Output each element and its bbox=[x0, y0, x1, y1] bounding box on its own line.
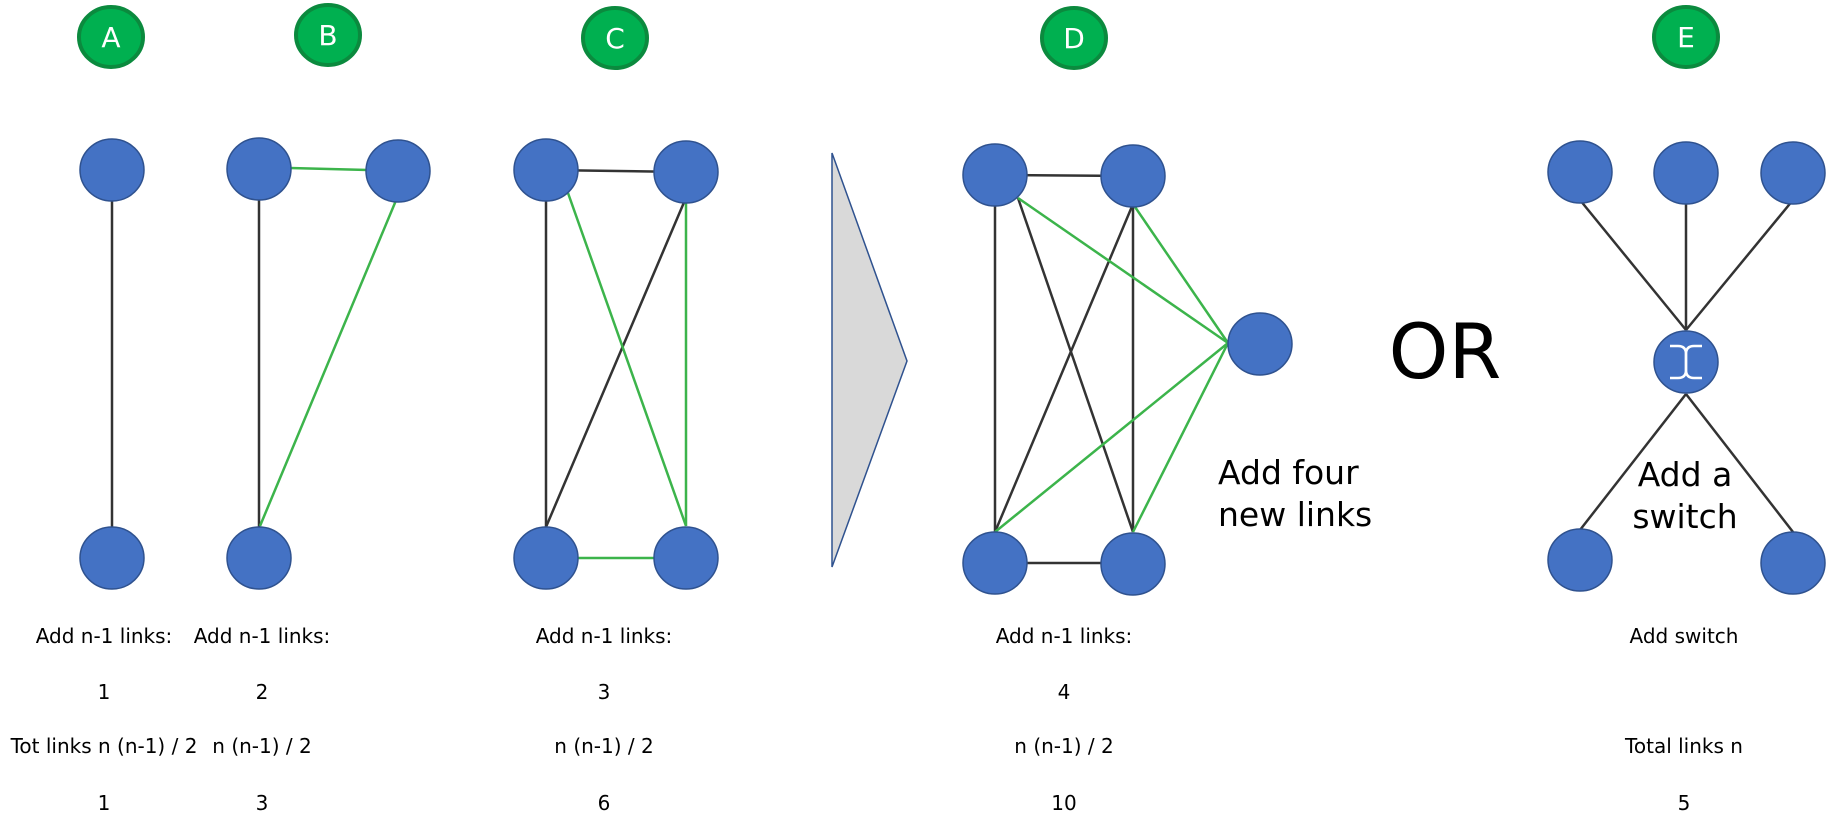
panel-d-added: 4 bbox=[1058, 680, 1071, 704]
new-link bbox=[1131, 342, 1230, 533]
link bbox=[1579, 393, 1687, 531]
badge-c-label: C bbox=[605, 22, 625, 55]
node bbox=[365, 139, 431, 203]
or-label: OR bbox=[1389, 307, 1502, 396]
panel-e-formula: Total links n bbox=[1624, 734, 1743, 758]
node bbox=[1760, 531, 1826, 595]
node bbox=[653, 140, 719, 204]
node bbox=[1227, 312, 1293, 376]
switch-icon bbox=[1653, 330, 1719, 394]
panel-e-note-line1: Add a bbox=[1638, 455, 1733, 494]
node bbox=[513, 526, 579, 590]
node bbox=[1653, 141, 1719, 205]
new-link bbox=[258, 197, 399, 527]
panel-b-total: 3 bbox=[256, 791, 269, 815]
panel-c-rule: Add n-1 links: bbox=[536, 624, 673, 648]
node bbox=[1547, 140, 1613, 204]
panel-a-total: 1 bbox=[98, 791, 111, 815]
badge-a: A bbox=[77, 5, 145, 69]
panel-c-graph bbox=[513, 138, 719, 590]
panel-b-graph bbox=[226, 137, 431, 590]
node bbox=[1100, 532, 1166, 596]
link bbox=[993, 203, 1135, 533]
panel-d-formula: n (n-1) / 2 bbox=[1014, 734, 1113, 758]
panel-e-note-line2: switch bbox=[1632, 497, 1737, 536]
node bbox=[513, 138, 579, 202]
badge-d-label: D bbox=[1063, 22, 1085, 55]
new-link bbox=[994, 342, 1229, 533]
panel-a-formula: Tot links n (n-1) / 2 bbox=[10, 734, 198, 758]
new-link bbox=[566, 192, 688, 527]
panel-b-formula: n (n-1) / 2 bbox=[212, 734, 311, 758]
panel-c-formula: n (n-1) / 2 bbox=[554, 734, 653, 758]
panel-d-note-line1: Add four bbox=[1218, 453, 1359, 492]
panel-c-added: 3 bbox=[598, 680, 611, 704]
panel-a-rule: Add n-1 links: bbox=[36, 624, 173, 648]
node bbox=[1547, 528, 1613, 592]
node bbox=[962, 143, 1028, 207]
panel-a-graph bbox=[79, 138, 145, 590]
panel-b-added: 2 bbox=[256, 680, 269, 704]
badge-a-label: A bbox=[101, 21, 120, 54]
badge-b: B bbox=[294, 3, 362, 67]
panel-e-graph bbox=[1547, 140, 1826, 595]
node bbox=[79, 138, 145, 202]
link bbox=[1579, 199, 1687, 331]
link bbox=[1685, 393, 1794, 533]
panel-d-graph bbox=[962, 143, 1293, 596]
new-link bbox=[1017, 196, 1229, 345]
panel-d-total: 10 bbox=[1051, 791, 1076, 815]
link bbox=[544, 199, 687, 528]
panel-d-note-line2: new links bbox=[1218, 495, 1372, 534]
link bbox=[1016, 197, 1135, 533]
node bbox=[79, 526, 145, 590]
badge-b-label: B bbox=[318, 19, 337, 52]
panel-b-rule: Add n-1 links: bbox=[194, 624, 331, 648]
right-arrow-icon bbox=[831, 152, 908, 568]
new-link bbox=[289, 166, 369, 172]
node bbox=[1760, 141, 1826, 205]
node bbox=[226, 137, 292, 201]
badge-e: E bbox=[1652, 5, 1720, 69]
badge-d: D bbox=[1040, 6, 1108, 70]
node bbox=[1100, 144, 1166, 208]
badge-e-label: E bbox=[1677, 21, 1695, 54]
node bbox=[653, 526, 719, 590]
new-link bbox=[1131, 203, 1230, 344]
node bbox=[226, 526, 292, 590]
panel-e-rule: Add switch bbox=[1630, 624, 1739, 648]
link bbox=[1685, 199, 1794, 331]
panel-e-total: 5 bbox=[1678, 791, 1691, 815]
badge-c: C bbox=[581, 6, 649, 70]
node bbox=[962, 531, 1028, 595]
panel-a-added: 1 bbox=[98, 680, 111, 704]
panel-c-total: 6 bbox=[598, 791, 611, 815]
panel-d-rule: Add n-1 links: bbox=[996, 624, 1133, 648]
